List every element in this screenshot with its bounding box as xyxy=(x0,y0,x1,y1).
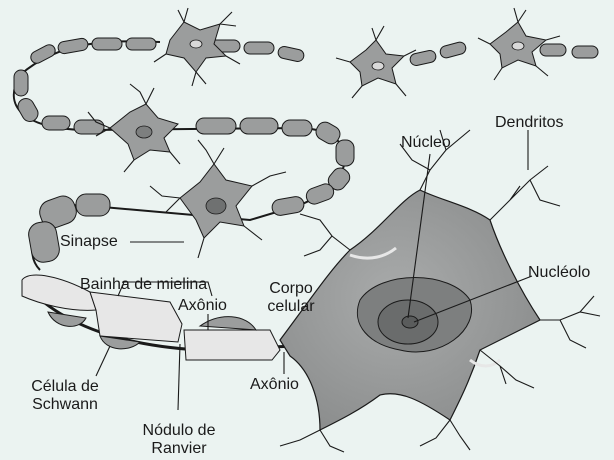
label-celula-line1: Célula de xyxy=(20,378,110,396)
small-neuron-top-2 xyxy=(336,26,416,98)
label-celula-line2: Schwann xyxy=(20,396,110,414)
label-axonio-upper: Axônio xyxy=(178,297,227,315)
label-corpo-celular: Corpo celular xyxy=(255,280,327,316)
label-nucleo: Núcleo xyxy=(401,134,451,152)
label-dendritos: Dendritos xyxy=(495,114,563,132)
label-axonio-lower: Axônio xyxy=(250,376,299,394)
label-nucleolo: Nucléolo xyxy=(528,264,590,282)
leader-celula xyxy=(96,346,110,376)
label-bainha-de-mielina: Bainha de mielina xyxy=(80,276,207,294)
label-nodulo-line1: Nódulo de xyxy=(124,422,234,440)
label-nodulo-line2: Ranvier xyxy=(124,440,234,458)
leader-nodulo xyxy=(178,344,180,410)
label-corpo-celular-line1: Corpo xyxy=(255,280,327,298)
label-corpo-celular-line2: celular xyxy=(255,298,327,316)
label-nodulo-de-ranvier: Nódulo de Ranvier xyxy=(124,422,234,458)
label-sinapse: Sinapse xyxy=(60,233,118,251)
label-celula-de-schwann: Célula de Schwann xyxy=(20,378,110,414)
middle-neuron xyxy=(150,140,286,258)
